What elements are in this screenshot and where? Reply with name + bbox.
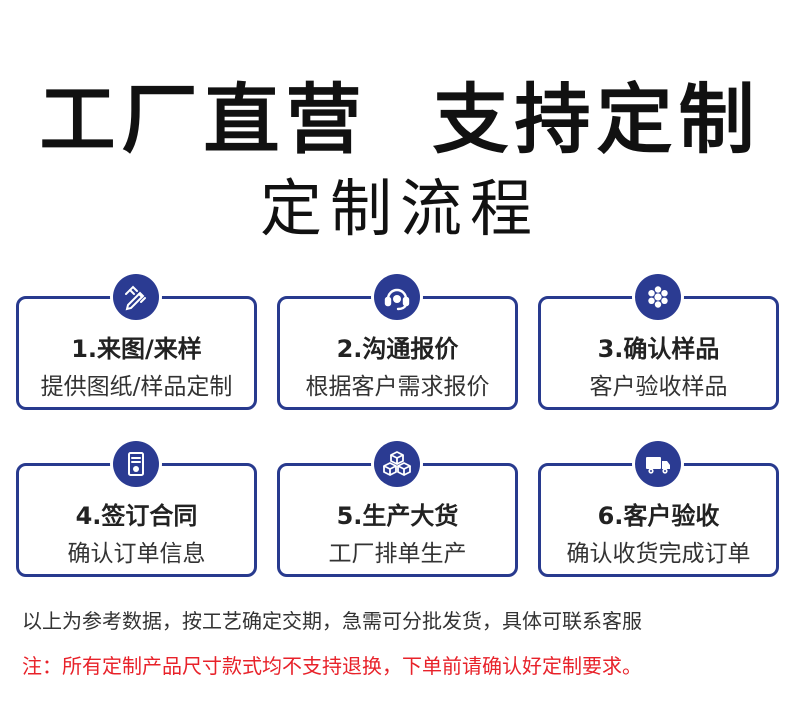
step-card-3: 3.确认样品 客户验收样品 xyxy=(538,274,779,410)
step-title: 1.来图/来样 xyxy=(71,335,202,363)
step-desc: 根据客户需求报价 xyxy=(305,374,490,400)
step-card-1: 1.来图/来样 提供图纸/样品定制 xyxy=(16,274,257,410)
step-desc: 客户验收样品 xyxy=(589,374,728,400)
step-desc: 确认订单信息 xyxy=(67,541,206,567)
headline: 工厂直营 支持定制 xyxy=(39,75,761,164)
subheadline: 定制流程 xyxy=(259,172,540,245)
boxes-stack-icon xyxy=(374,441,420,487)
reference-note: 以上为参考数据，按工艺确定交期，急需可分批发货，具体可联系客服 xyxy=(22,609,642,633)
headset-icon xyxy=(374,274,420,320)
step-card-6: 6.客户验收 确认收货完成订单 xyxy=(538,441,779,577)
pencil-ruler-icon xyxy=(113,274,159,320)
step-title: 3.确认样品 xyxy=(597,335,720,363)
step-card-2: 2.沟通报价 根据客户需求报价 xyxy=(277,274,518,410)
step-title: 4.签订合同 xyxy=(75,502,198,530)
step-title: 6.客户验收 xyxy=(597,502,720,530)
step-card-5: 5.生产大货 工厂排单生产 xyxy=(277,441,518,577)
contract-document-icon xyxy=(113,441,159,487)
step-title: 5.生产大货 xyxy=(336,502,459,530)
delivery-truck-icon xyxy=(635,441,681,487)
step-desc: 确认收货完成订单 xyxy=(566,541,751,567)
hexagon-cluster-icon xyxy=(635,274,681,320)
step-card-4: 4.签订合同 确认订单信息 xyxy=(16,441,257,577)
step-title: 2.沟通报价 xyxy=(336,335,459,363)
step-desc: 提供图纸/样品定制 xyxy=(40,374,233,400)
step-desc: 工厂排单生产 xyxy=(328,541,467,567)
warning-note: 注：所有定制产品尺寸款式均不支持退换，下单前请确认好定制要求。 xyxy=(22,654,642,678)
